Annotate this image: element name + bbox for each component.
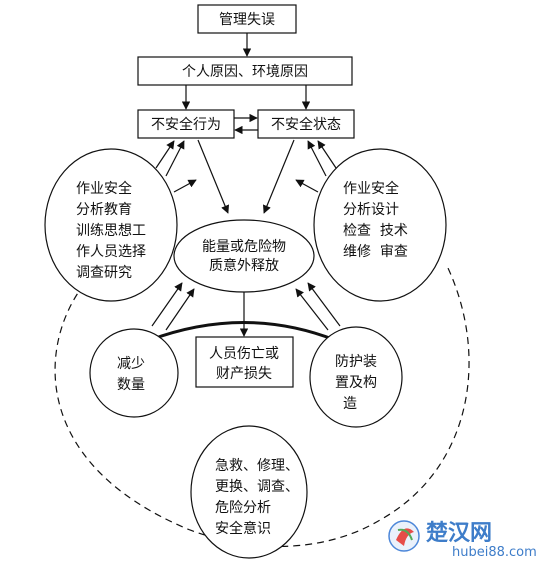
arrow-protect-to-energy-2 [295,288,329,331]
left-measures-line-5: 调查研究 [76,265,132,281]
arrow-protect-to-energy-1 [307,282,341,327]
left-measures-line-2: 分析教育 [76,202,132,218]
reduce-quantity-line-2: 数量 [117,377,145,393]
right-measures-line-2: 分析设计 [343,202,399,218]
repair-analysis-ellipse: 急救、修理、 更换、调查、 危险分析 安全意识 [190,425,308,559]
right-measures-line-4: 维修 审查 [343,244,408,260]
reduce-quantity-circle: 减少 数量 [89,328,179,418]
unsafe-act-label: 不安全行为 [151,116,221,133]
unsafe-state-box: 不安全状态 [257,109,355,139]
repair-analysis-line-2: 更换、调查、 [215,478,299,495]
casualty-line-2: 财产损失 [216,366,272,382]
arrow-left-to-act-1 [155,140,175,169]
protective-line-3: 造 [343,396,357,412]
arrow-right-to-state-2 [307,140,327,177]
unsafe-state-label: 不安全状态 [271,116,341,133]
watermark-logo-icon [388,520,420,552]
arrow-right-to-energy [295,179,319,193]
watermark: 楚汉网 hubei88.com [388,520,537,560]
right-measures-line-3: 检查 技术 [343,223,408,239]
personal-environment-label: 个人原因、环境原因 [182,64,308,80]
right-measures-ellipse: 作业安全 分析设计 检查 技术 维修 审查 [313,148,447,302]
arrow-right-to-state-1 [317,140,337,169]
dashed-feedback-loop [54,267,470,547]
personal-environment-box: 个人原因、环境原因 [137,56,353,86]
reduce-quantity-line-1: 减少 [117,356,145,372]
management-error-label: 管理失误 [219,12,275,28]
watermark-brand: 楚汉网 [426,521,492,546]
arrow-act-to-energy [197,139,230,214]
watermark-url: hubei88.com [452,545,537,560]
right-measures-line-1: 作业安全 [343,180,399,197]
arrow-reduce-to-energy-2 [165,288,195,331]
arrow-left-to-act-2 [165,140,185,177]
left-measures-line-4: 作人员选择 [76,244,146,260]
management-error-box: 管理失误 [197,4,297,34]
casualty-loss-box: 人员伤亡或 财产损失 [195,336,294,388]
left-measures-line-3: 训练思想工 [76,223,146,239]
energy-release-ellipse: 能量或危险物 质意外释放 [173,219,315,293]
energy-release-line-2: 质意外释放 [209,257,279,274]
repair-analysis-line-3: 危险分析 [215,500,271,516]
casualty-line-1: 人员伤亡或 [209,346,279,362]
left-measures-ellipse: 作业安全 分析教育 训练思想工 作人员选择 调查研究 [44,148,178,302]
energy-release-line-1: 能量或危险物 [202,239,286,255]
arrow-state-to-energy [262,139,295,214]
left-measures-line-1: 作业安全 [76,180,132,197]
arrow-reduce-to-energy-1 [151,282,183,327]
protective-devices-circle: 防护装 置及构 造 [309,326,403,428]
protective-line-1: 防护装 [335,354,377,370]
arrow-left-to-energy [173,179,197,193]
repair-analysis-line-1: 急救、修理、 [215,458,299,474]
repair-analysis-line-4: 安全意识 [215,520,271,537]
unsafe-act-box: 不安全行为 [137,109,235,139]
protective-line-2: 置及构 [335,375,377,391]
